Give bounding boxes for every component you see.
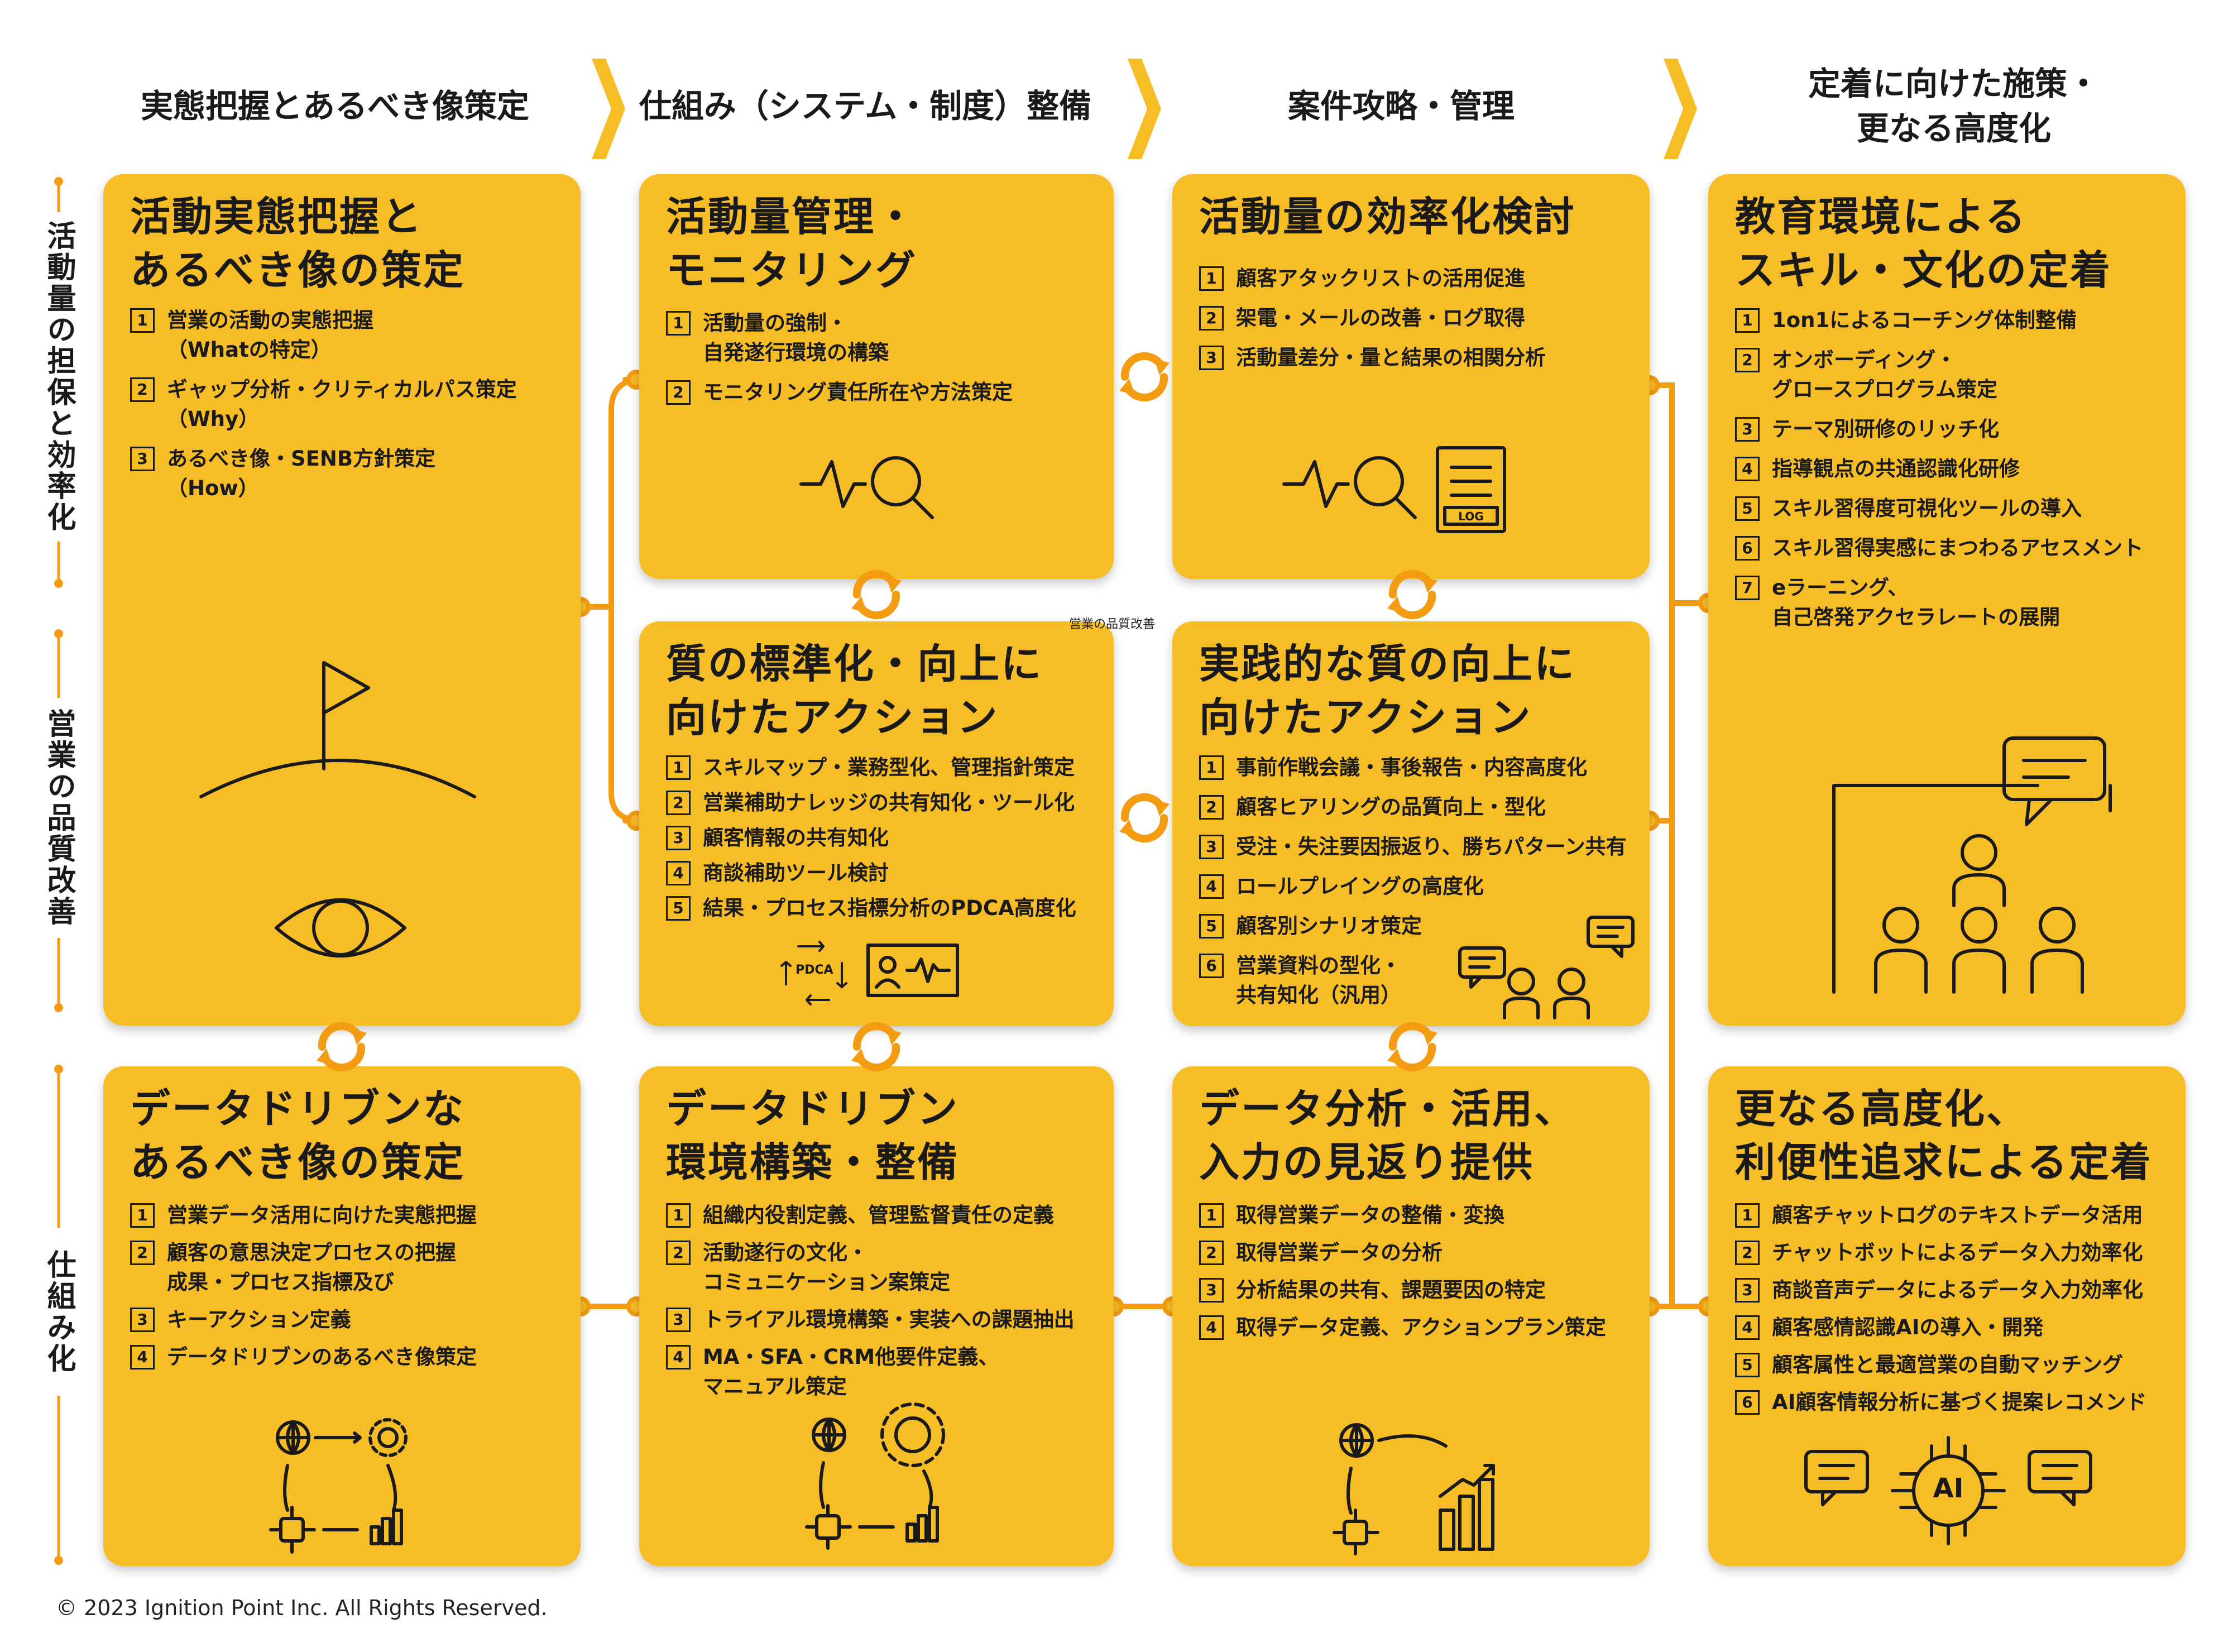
monitoring-icon — [1282, 456, 1417, 519]
chevron-arrow-icon — [1664, 59, 1697, 159]
data-gear-icon — [805, 1402, 945, 1550]
analytics-screen-icon — [866, 944, 959, 997]
row-label-systemization: 仕組み化 — [42, 1249, 75, 1375]
flag-icon — [199, 661, 476, 798]
cycle-arrows-icon — [1119, 352, 1170, 402]
chevron-arrow-icon — [1128, 59, 1161, 159]
card-title: データドリブンな あるべき像の策定 — [130, 1085, 466, 1186]
phase-header-4: 定着に向けた施策・ 更なる高度化 — [1808, 65, 2100, 147]
card-title: 活動実態把握と あるべき像の策定 — [130, 193, 466, 294]
row-label-activity: 活動量の担保と効率化 — [42, 221, 75, 533]
card-title: データ分析・活用、 入力の見返り提供 — [1199, 1085, 1576, 1186]
card-title: 活動量管理・ モニタリング — [666, 193, 918, 294]
training-room-icon — [1832, 736, 2112, 994]
cycle-arrows-icon — [1387, 569, 1437, 620]
eye-icon — [275, 898, 406, 957]
cycle-arrows-icon — [851, 1022, 902, 1072]
cycle-arrows-icon — [1119, 793, 1170, 843]
card-title: 教育環境による スキル・文化の定着 — [1735, 193, 2112, 294]
small-note: 営業の品質改善 — [1069, 617, 1156, 631]
phase-header-1: 実態把握とあるべき像策定 — [140, 87, 529, 125]
ai-label: AI — [1933, 1473, 1964, 1504]
ai-chip-icon — [1804, 1436, 2092, 1545]
card-title: 更なる高度化、 利便性追求による定着 — [1735, 1085, 2153, 1186]
log-document-icon — [1436, 446, 1506, 533]
cycle-arrows-icon — [317, 1022, 367, 1072]
copyright: © 2023 Ignition Point Inc. All Rights Re… — [56, 1596, 548, 1620]
card-title: 質の標準化・向上に 向けたアクション — [666, 640, 1043, 741]
cycle-arrows-icon — [1387, 1022, 1437, 1072]
pdca-cycle-icon — [780, 941, 847, 1005]
pdca-label: PDCA — [796, 963, 833, 977]
chevron-arrow-icon — [592, 59, 625, 159]
data-growth-icon — [1333, 1423, 1495, 1555]
log-label: LOG — [1458, 510, 1484, 523]
card-title: 活動量の効率化検討 — [1199, 193, 1576, 240]
cycle-arrows-icon — [851, 569, 902, 620]
row-label-quality: 営業の品質改善 — [42, 708, 75, 927]
data-cycle-icon — [269, 1418, 408, 1554]
phase-header-2: 仕組み（システム・制度）整備 — [639, 87, 1092, 125]
monitoring-icon — [799, 456, 934, 519]
conversation-icon — [1458, 916, 1635, 1019]
card-title: データドリブン 環境構築・整備 — [666, 1085, 960, 1186]
phase-header-3: 案件攻略・管理 — [1287, 87, 1515, 125]
card-title: 実践的な質の向上に 向けたアクション — [1199, 640, 1576, 741]
